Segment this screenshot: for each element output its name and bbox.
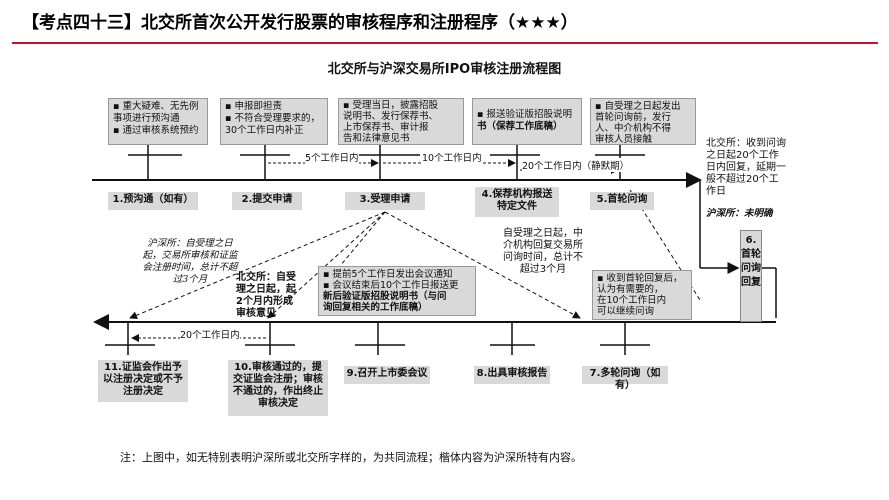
box-line: 询回复相关的工作底稿） bbox=[323, 302, 428, 313]
bse-review-time-note: 北交所：自受理之日起，起2个月内形成审核意见 bbox=[236, 272, 296, 319]
box-line: ▪ 报送验证版招股说明 bbox=[477, 109, 572, 120]
box-line: ▪ 自受理之日起发出 bbox=[595, 101, 681, 112]
bse-reply-note: 北交所：收到问询之日起20个工作日内回复，延期一般不超过20个工作日 bbox=[706, 138, 786, 197]
listing-committee-notes: ▪ 提前5个工作日发出会议通知 ▪ 会议结束后10个工作日报送更 新后验证版招股… bbox=[318, 266, 476, 316]
box-line: 审核人员接触 bbox=[595, 134, 653, 145]
step-5-first-inquiry: 5.首轮问询 bbox=[590, 192, 654, 210]
page-title: 【考点四十三】北交所首次公开发行股票的审核程序和注册程序（★★★） bbox=[22, 13, 578, 33]
step-10-review-result: 10.审核通过的，提交证监会注册；审核不通过的，作出终止审核决定 bbox=[228, 360, 328, 416]
box-line: ▪ 通过审核系统预约 bbox=[113, 125, 199, 136]
box-line: ▪ 收到首轮回复后， bbox=[597, 273, 683, 284]
box-line: 可以继续问询 bbox=[597, 306, 655, 317]
box-line: 首轮问询前，发行 bbox=[595, 112, 672, 123]
pre-communication-notes: ▪ 重大疑难、无先例 事项进行预沟通 ▪ 通过审核系统预约 bbox=[108, 98, 208, 145]
box-line: 认为有需要的， bbox=[597, 284, 664, 295]
box-line: ▪ 不符合受理要求的， bbox=[225, 113, 320, 124]
step-3-accept-application: 3.受理申请 bbox=[345, 192, 425, 210]
first-inquiry-notes: ▪ 自受理之日起发出 首轮问询前，发行 人、中介机构不得 审核人员接触 bbox=[590, 98, 696, 145]
box-line: 新后验证版招股说明书（与问 bbox=[323, 291, 447, 302]
box-line: 人、中介机构不得 bbox=[595, 123, 672, 134]
duration-5-days: 5个工作日内 bbox=[305, 150, 359, 164]
duration-20-days-registration: 20个工作日内 bbox=[180, 327, 240, 341]
multi-round-inquiry-notes: ▪ 收到首轮回复后， 认为有需要的， 在10个工作日内 可以继续问询 bbox=[592, 270, 692, 320]
step-4-sponsor-submits-files: 4.保荐机构报送特定文件 bbox=[475, 187, 559, 217]
diagram-title: 北交所与沪深交易所IPO审核注册流程图 bbox=[327, 62, 562, 77]
sponsor-file-notes: ▪ 报送验证版招股说明 书（保荐工作底稿） bbox=[472, 98, 582, 145]
step-9-listing-committee: 9.召开上市委会议 bbox=[344, 366, 430, 384]
box-line: ▪ 受理当日，披露招股 bbox=[343, 100, 438, 111]
step-11-csrc-decision: 11.证监会作出予以注册决定或不予注册决定 bbox=[98, 360, 188, 402]
acceptance-notes: ▪ 受理当日，披露招股 说明书、发行保荐书、 上市保荐书、审计报 告和法律意见书 bbox=[338, 98, 464, 145]
step-2-submit-application: 2.提交申请 bbox=[232, 192, 302, 210]
box-line: ▪ 提前5个工作日发出会议通知 bbox=[323, 269, 453, 280]
step-1-pre-communication: 1.预沟通（如有） bbox=[108, 192, 198, 210]
box-line: 说明书、发行保荐书、 bbox=[343, 111, 439, 122]
box-line: 30个工作日内补正 bbox=[225, 125, 304, 136]
title-divider bbox=[12, 42, 878, 44]
box-line: 事项进行预沟通 bbox=[113, 113, 180, 124]
step-7-multi-round-inquiry: 7.多轮问询（如有） bbox=[582, 366, 668, 391]
intermediary-reply-note: 自受理之日起，中介机构回复交易所问询时间，总计不超过3个月 bbox=[503, 228, 583, 275]
duration-10-days: 10个工作日内 bbox=[422, 150, 482, 164]
box-line: ▪ 会议结束后10个工作日报送更 bbox=[323, 280, 459, 291]
step-8-review-report: 8.出具审核报告 bbox=[474, 366, 550, 384]
box-line: 告和法律意见书 bbox=[343, 133, 410, 144]
footer-note: 注：上图中，如无特别表明沪深所或北交所字样的，为共同流程；楷体内容为沪深所特有内… bbox=[120, 451, 582, 464]
box-line: ▪ 申报即担责 bbox=[225, 101, 282, 112]
step-6-first-inquiry-reply: 6.首轮问询回复 bbox=[740, 230, 762, 322]
submission-notes: ▪ 申报即担责 ▪ 不符合受理要求的， 30个工作日内补正 bbox=[220, 98, 328, 145]
sz-review-time-note: 沪深所：自受理之日起，交易所审核和证监会注册时间，总计不超过3个月 bbox=[142, 238, 238, 285]
box-line: 在10个工作日内 bbox=[597, 295, 667, 306]
box-line: 上市保荐书、审计报 bbox=[343, 122, 429, 133]
sz-reply-note: 沪深所：未明确 bbox=[706, 208, 773, 219]
duration-20-days-quiet: 20个工作日内（静默期） bbox=[522, 158, 630, 172]
box-line: 书（保荐工作底稿） bbox=[477, 121, 563, 132]
box-line: ▪ 重大疑难、无先例 bbox=[113, 101, 199, 112]
